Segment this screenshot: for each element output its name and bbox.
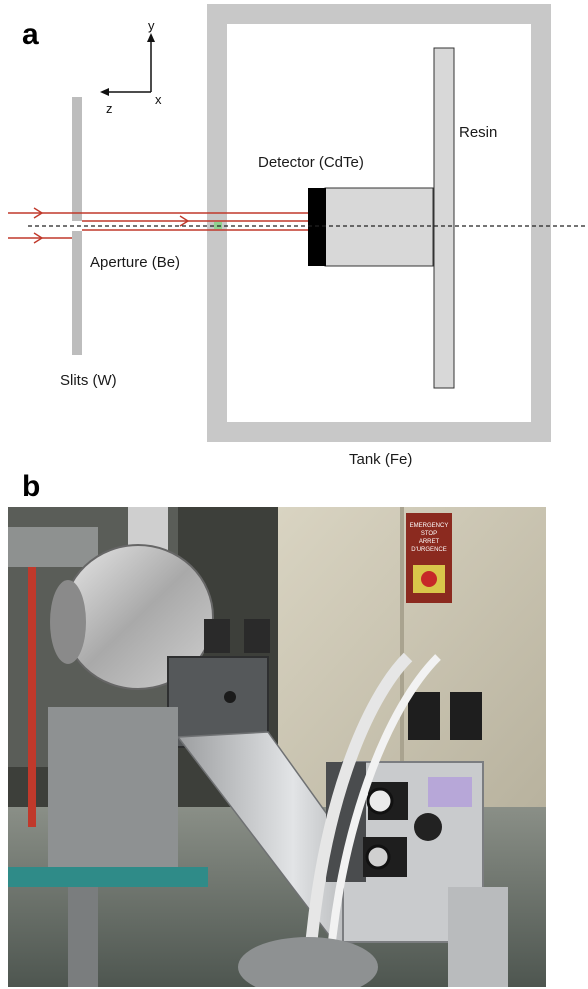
white-cable-bundle [302, 652, 413, 987]
z-axis-arrowhead [100, 88, 109, 96]
detector-entrance-window [414, 813, 442, 841]
sign-line-4: D'URGENCE [411, 547, 446, 553]
detector-label: Detector (CdTe) [258, 154, 364, 171]
emergency-button [421, 571, 437, 587]
resin-block [433, 47, 455, 389]
slit-motor-left [204, 619, 230, 653]
slit-motor-right [244, 619, 270, 653]
sign-line-1: EMERGENCY [410, 523, 449, 529]
beam-arrow-3 [179, 215, 190, 227]
beam-arrow-2 [33, 232, 44, 244]
schematic-diagram [8, 4, 588, 442]
slit-block [167, 656, 269, 748]
white-cable-bundle-2 [324, 654, 441, 987]
lower-chamber [238, 937, 378, 987]
aperture-label: Aperture (Be) [90, 254, 181, 271]
photo-illustration: EMERGENCY STOP ARRET D'URGENCE [8, 507, 546, 987]
flange-rim [50, 580, 86, 664]
sign-line-3: ARRET [419, 539, 440, 545]
slits-label: Slits (W) [60, 372, 117, 389]
panel-b-letter: b [22, 470, 41, 503]
detector-face [308, 188, 326, 266]
slit-aperture-hole [224, 691, 236, 703]
table-leg [68, 887, 98, 987]
sign-line-2: STOP [421, 531, 437, 537]
motor-dial [366, 787, 394, 815]
left-vacuum-pipe [8, 527, 98, 567]
slit-upper [72, 97, 82, 221]
tank-label: Tank (Fe) [349, 451, 413, 468]
x-axis-label: x [155, 92, 162, 107]
beam-arrow-1 [33, 207, 44, 219]
left-stage [48, 707, 178, 877]
y-axis-arrowhead [147, 33, 155, 42]
detector-body [324, 187, 434, 267]
stepper-motor-top-right [450, 692, 482, 740]
cable-bundle [28, 567, 36, 827]
motor-dial-lower [365, 844, 391, 870]
detector-label-plate [428, 777, 472, 807]
stepper-motor-top-left [408, 692, 440, 740]
z-axis-label: z [106, 101, 113, 116]
detector-stand [448, 887, 508, 987]
beamline-photo: EMERGENCY STOP ARRET D'URGENCE [8, 507, 546, 987]
teal-table [8, 867, 208, 887]
y-axis-label: y [148, 18, 155, 33]
resin-label: Resin [459, 124, 498, 141]
panel-a-letter: a [22, 18, 39, 51]
slit-lower [72, 231, 82, 355]
